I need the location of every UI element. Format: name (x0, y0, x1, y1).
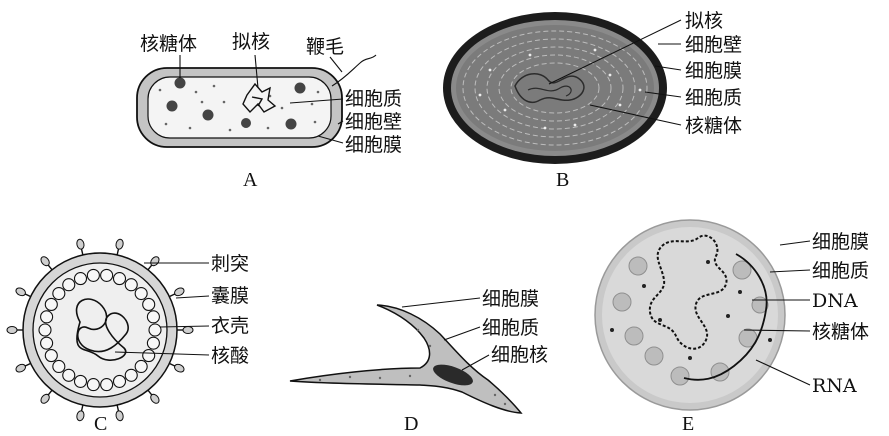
label-rna: RNA (812, 375, 857, 397)
label-cell-membrane: 细胞膜 (685, 60, 742, 82)
label-ribosome: 核糖体 (685, 115, 742, 137)
spike-tip (173, 363, 185, 374)
capsomere (125, 279, 137, 291)
caption-b: B (556, 169, 569, 191)
label-dna: DNA (812, 290, 858, 312)
panel-d-cell: 细胞膜 细胞质 细胞核 D (290, 288, 548, 435)
label-ribosome: 核糖体 (812, 321, 869, 343)
spike-tip (115, 239, 124, 250)
leader-membrane (780, 241, 810, 245)
flagellum (332, 55, 376, 86)
capsomere (63, 279, 75, 291)
spike-tip (76, 239, 85, 250)
label-cell-membrane: 细胞膜 (345, 134, 402, 156)
label-spike: 刺突 (211, 253, 249, 275)
capsomere (63, 369, 75, 381)
cytoplasm (456, 25, 654, 151)
leader-cytoplasm (770, 270, 810, 272)
capsomere (125, 369, 137, 381)
capsomere (135, 360, 147, 372)
label-ribosome: 核糖体 (140, 33, 197, 55)
label-cell-wall: 细胞壁 (685, 34, 742, 56)
capsomere (101, 379, 113, 391)
capsomere (135, 288, 147, 300)
spike-tip (15, 286, 27, 297)
label-cytoplasm: 细胞质 (685, 87, 742, 109)
label-cytoplasm: 细胞质 (812, 260, 869, 282)
capsomere (45, 298, 57, 310)
capsomere (114, 375, 126, 387)
capsomere (149, 324, 161, 336)
capsomere (87, 269, 99, 281)
capsomere (53, 288, 65, 300)
label-cytoplasm: 细胞质 (482, 317, 539, 339)
panel-c-virus: 刺突 囊膜 衣壳 核酸 C (7, 239, 249, 435)
leader-flagellum (330, 57, 342, 72)
capsomere (45, 350, 57, 362)
capsomere (39, 324, 51, 336)
spike-tip (183, 327, 193, 334)
envelope-inner (33, 263, 167, 397)
panel-a-bacterium: 核糖体 拟核 鞭毛 细胞质 细胞壁 细胞膜 A (137, 31, 402, 191)
capsomere (147, 337, 159, 349)
label-cell-wall: 细胞壁 (345, 111, 402, 133)
panel-b-cell: 拟核 细胞壁 细胞膜 细胞质 核糖体 B (443, 10, 742, 191)
capsomere (74, 375, 86, 387)
label-cell-membrane: 细胞膜 (482, 288, 539, 310)
label-nucleoid: 拟核 (685, 10, 723, 32)
spike-tip (7, 327, 17, 334)
caption-e: E (682, 413, 694, 435)
spike-tip (15, 363, 27, 374)
label-cytoplasm: 细胞质 (345, 88, 402, 110)
capsomere (114, 273, 126, 285)
capsomere (147, 311, 159, 323)
spike-tip (115, 410, 124, 421)
label-envelope: 囊膜 (211, 285, 249, 307)
capsomere (41, 311, 53, 323)
label-cell-membrane: 细胞膜 (812, 231, 869, 253)
capsomere (87, 379, 99, 391)
caption-a: A (243, 169, 258, 191)
label-nucleoid: 拟核 (232, 31, 270, 53)
caption-d: D (404, 413, 418, 435)
capsomere (53, 360, 65, 372)
capsomere (101, 269, 113, 281)
panel-e-cell: 细胞膜 细胞质 DNA 核糖体 RNA E (595, 220, 869, 435)
spike-tip (76, 410, 85, 421)
capsomere (143, 350, 155, 362)
label-nucleic-acid: 核酸 (211, 345, 249, 367)
capsomere (143, 298, 155, 310)
cytoplasm (602, 227, 778, 403)
capsomere (41, 337, 53, 349)
leader-membrane (402, 298, 480, 307)
capsomere (74, 273, 86, 285)
label-capsid: 衣壳 (211, 315, 249, 337)
leader-cytoplasm (444, 327, 480, 340)
label-flagellum: 鞭毛 (306, 36, 344, 58)
leader-envelope (176, 296, 209, 298)
label-nucleus: 细胞核 (491, 344, 548, 366)
caption-c: C (94, 413, 107, 435)
spike-tip (173, 286, 185, 297)
